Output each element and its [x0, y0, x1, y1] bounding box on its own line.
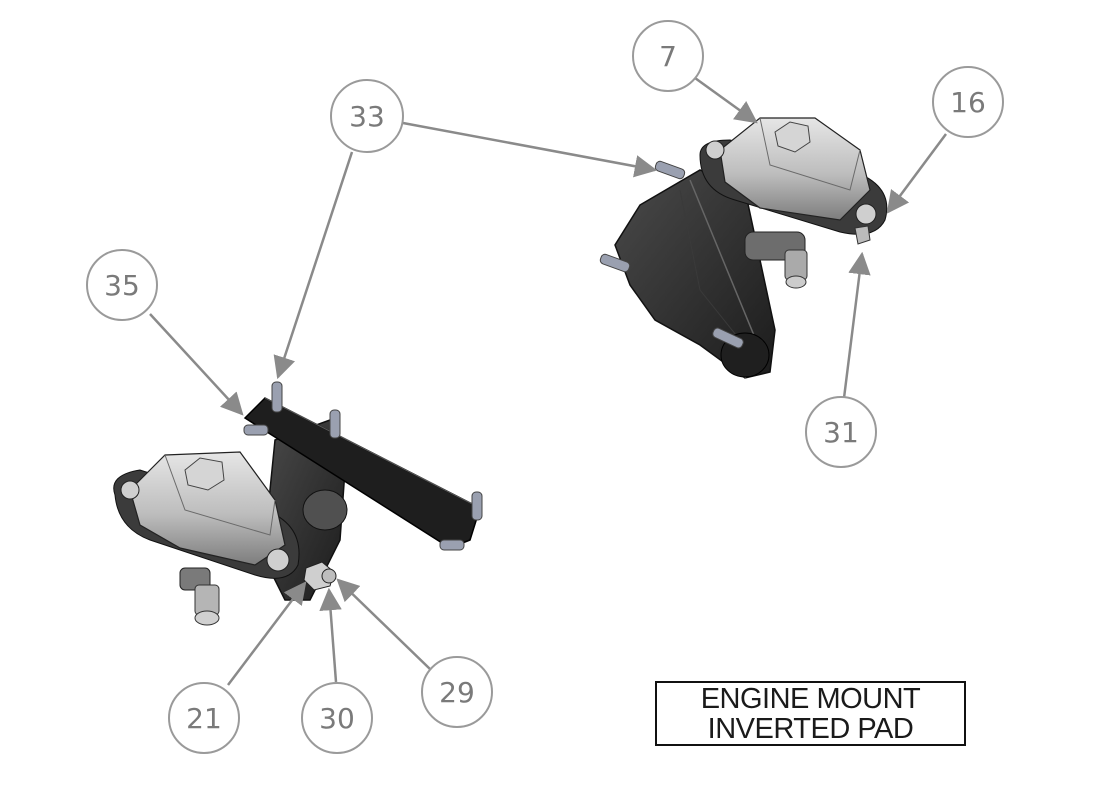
stud-icon	[599, 160, 744, 349]
leader-lines	[149, 76, 948, 686]
title-line-1: ENGINE MOUNT	[700, 682, 921, 715]
balloon-31: 31	[805, 396, 877, 468]
balloon-30: 30	[301, 682, 373, 754]
svg-text:31: 31	[823, 416, 859, 449]
svg-text:16: 16	[950, 86, 986, 119]
svg-text:35: 35	[104, 269, 140, 302]
svg-text:33: 33	[349, 100, 385, 133]
balloon-16: 16	[932, 66, 1004, 138]
balloon-29: 29	[421, 656, 493, 728]
stud-icon	[243, 381, 483, 551]
title-line-2: INVERTED PAD	[707, 712, 914, 745]
balloon-35: 35	[86, 249, 158, 321]
svg-text:29: 29	[439, 676, 475, 709]
left-engine-mount-assembly	[113, 381, 483, 626]
svg-text:21: 21	[186, 702, 222, 735]
balloon-7: 7	[632, 20, 704, 92]
title-block: ENGINE MOUNT INVERTED PAD	[655, 681, 966, 746]
svg-text:30: 30	[319, 702, 355, 735]
svg-text:7: 7	[659, 40, 677, 73]
right-engine-mount-assembly	[599, 117, 888, 379]
balloon-33: 33	[330, 79, 404, 153]
balloon-21: 21	[168, 682, 240, 754]
